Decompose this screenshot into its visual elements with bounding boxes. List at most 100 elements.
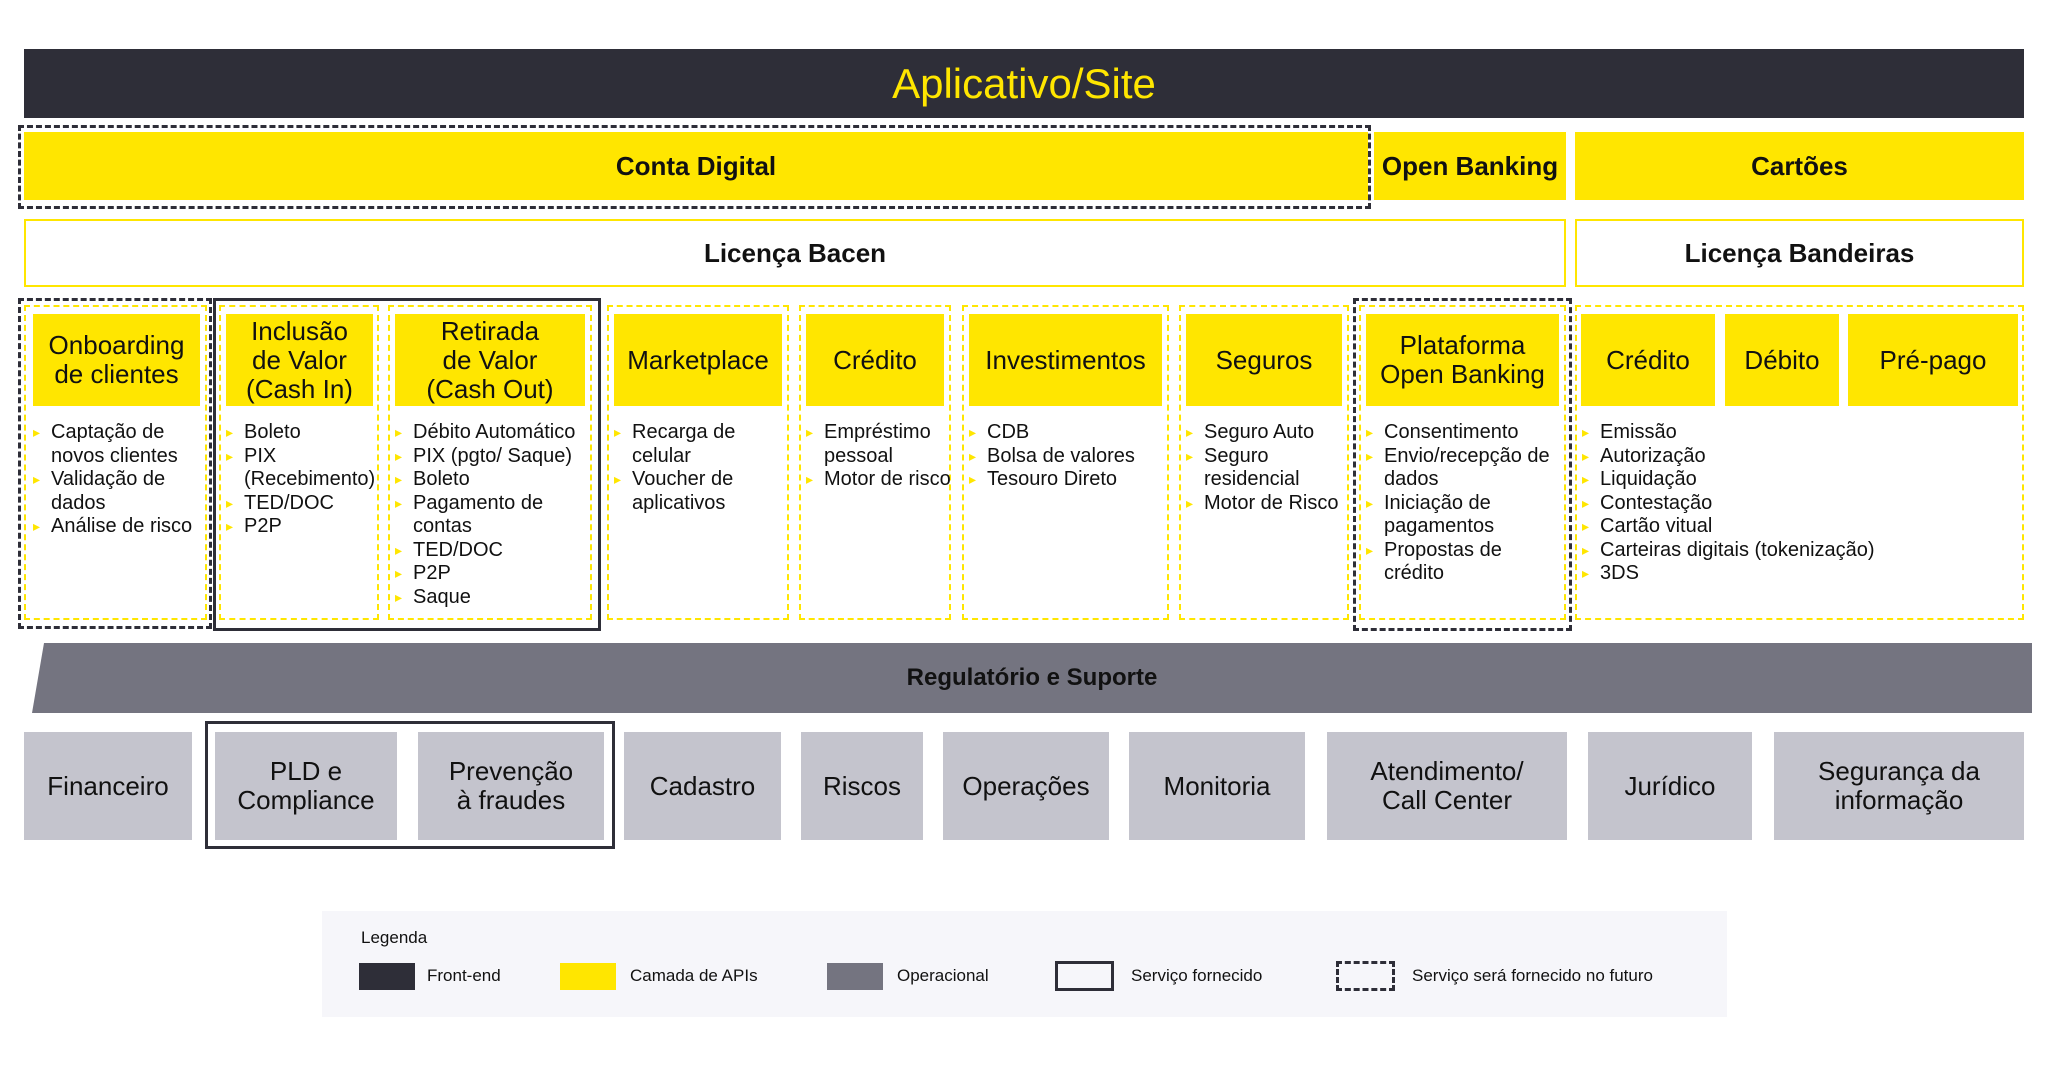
support-box-juridico: Jurídico bbox=[1588, 732, 1752, 840]
column-item: Saque bbox=[395, 586, 590, 610]
support-label-line: Segurança da bbox=[1818, 756, 1980, 786]
column-item: Tesouro Direto bbox=[969, 468, 1164, 492]
support-label-line: Cadastro bbox=[649, 770, 756, 801]
pld-fraudes-provided-frame bbox=[205, 721, 615, 849]
column-title-seguros: Seguros bbox=[1186, 314, 1342, 406]
column-title-line: Crédito bbox=[833, 344, 917, 375]
column-title-line: de Valor bbox=[252, 344, 347, 375]
column-item: Seguro Auto bbox=[1186, 421, 1346, 445]
support-label-line: Operações bbox=[962, 770, 1090, 801]
support-box-operacoes: Operações bbox=[943, 732, 1109, 840]
regulatorio-suporte-banner: Regulatório e Suporte bbox=[32, 643, 2032, 713]
legend: Legenda Front-end Camada de APIs Operaci… bbox=[322, 911, 1727, 1017]
column-item: Consentimento bbox=[1366, 421, 1561, 445]
column-item: 3DS bbox=[1582, 562, 2012, 586]
column-item: PIX (Recebimento) bbox=[226, 445, 376, 492]
legend-swatch-servico-futuro bbox=[1336, 961, 1395, 991]
column-item: Propostas de crédito bbox=[1366, 539, 1561, 586]
app-site-title: Aplicativo/Site bbox=[892, 59, 1156, 107]
column-item: TED/DOC bbox=[395, 539, 590, 563]
column-item: Motor de Risco bbox=[1186, 492, 1346, 516]
support-label-line: Jurídico bbox=[1624, 770, 1716, 801]
column-item: Voucher de aplicativos bbox=[614, 468, 779, 515]
column-item: Validação de dados bbox=[33, 468, 193, 515]
cartoes-header: Cartões bbox=[1575, 132, 2024, 200]
app-site-bar: Aplicativo/Site bbox=[24, 49, 2024, 118]
card-title-credito: Crédito bbox=[1581, 314, 1715, 406]
column-title-line: (Cash In) bbox=[246, 373, 353, 404]
column-item: Carteiras digitais (tokenização) bbox=[1582, 539, 2012, 563]
support-label-line: Financeiro bbox=[47, 770, 169, 801]
support-box-financeiro: Financeiro bbox=[24, 732, 192, 840]
column-items-seguros: Seguro AutoSeguro residencialMotor de Ri… bbox=[1186, 421, 1346, 515]
column-title-line: Retirada bbox=[440, 315, 540, 346]
cartoes-label: Cartões bbox=[1751, 150, 1848, 181]
legend-label-operacional: Operacional bbox=[897, 966, 989, 985]
column-item: CDB bbox=[969, 421, 1164, 445]
column-title-marketplace: Marketplace bbox=[614, 314, 782, 406]
support-label-line: Riscos bbox=[822, 770, 901, 801]
column-item: Liquidação bbox=[1582, 468, 2012, 492]
column-title-line: Inclusão bbox=[251, 315, 348, 346]
licenca-bacen-box: Licença Bacen bbox=[24, 219, 1566, 287]
legend-label-servico-fornecido: Serviço fornecido bbox=[1131, 966, 1263, 985]
legend-swatch-operacional bbox=[827, 963, 883, 990]
column-item: Seguro residencial bbox=[1186, 445, 1346, 492]
legend-swatch-front-end bbox=[359, 963, 415, 990]
column-item: P2P bbox=[226, 515, 376, 539]
column-title-line: Plataforma bbox=[1399, 330, 1526, 360]
column-title-credito: Crédito bbox=[806, 314, 944, 406]
open-banking-future-frame bbox=[1353, 298, 1572, 631]
column-items-plataforma-open-banking: ConsentimentoEnvio/recepção de dadosInic… bbox=[1366, 421, 1561, 586]
legend-label-servico-futuro: Serviço será fornecido no futuro bbox=[1412, 966, 1653, 985]
support-label-line: informação bbox=[1834, 785, 1964, 815]
support-label-line: PLD e bbox=[269, 756, 343, 786]
column-item: Autorização bbox=[1582, 445, 2012, 469]
cash-in-out-provided-frame bbox=[213, 298, 601, 631]
column-item: P2P bbox=[395, 562, 590, 586]
column-item: Bolsa de valores bbox=[969, 445, 1164, 469]
regulatorio-suporte-label: Regulatório e Suporte bbox=[906, 664, 1158, 691]
support-label-line: Compliance bbox=[237, 785, 375, 815]
column-title-line: Open Banking bbox=[1380, 359, 1545, 389]
column-title-investimentos: Investimentos bbox=[969, 314, 1162, 406]
conta-digital-future-frame bbox=[18, 125, 1371, 209]
column-item: Boleto bbox=[395, 468, 590, 492]
legend-title: Legenda bbox=[361, 928, 428, 947]
column-item: Pagamento de contas bbox=[395, 492, 590, 539]
open-banking-label: Open Banking bbox=[1381, 150, 1559, 181]
support-box-atendimento: Atendimento/Call Center bbox=[1327, 732, 1567, 840]
support-box-cadastro: Cadastro bbox=[624, 732, 781, 840]
support-label-line: Prevenção bbox=[448, 756, 574, 786]
column-item: Contestação bbox=[1582, 492, 2012, 516]
column-items-onboarding: Captação de novos clientesValidação de d… bbox=[33, 421, 193, 539]
column-item: Débito Automático bbox=[395, 421, 590, 445]
column-items-cash-in: BoletoPIX (Recebimento)TED/DOCP2P bbox=[226, 421, 376, 539]
legend-swatch-servico-fornecido bbox=[1055, 961, 1114, 991]
column-item: Emissão bbox=[1582, 421, 2012, 445]
column-items-cash-out: Débito AutomáticoPIX (pgto/ Saque)Boleto… bbox=[395, 421, 590, 609]
column-item: Iniciação de pagamentos bbox=[1366, 492, 1561, 539]
column-item: Captação de novos clientes bbox=[33, 421, 193, 468]
conta-digital-label: Conta Digital bbox=[615, 150, 777, 181]
column-title-line: de Valor bbox=[442, 344, 538, 375]
conta-digital-header: Conta Digital bbox=[24, 132, 1368, 200]
column-title-line: Marketplace bbox=[627, 344, 769, 375]
card-items: EmissãoAutorizaçãoLiquidaçãoContestaçãoC… bbox=[1582, 421, 2012, 586]
open-banking-header: Open Banking bbox=[1374, 132, 1566, 200]
column-title-line: de clientes bbox=[54, 359, 179, 389]
column-title-line: Onboarding bbox=[48, 330, 185, 360]
column-items-credito: Empréstimo pessoalMotor de risco bbox=[806, 421, 951, 492]
support-label-line: Call Center bbox=[1381, 785, 1513, 815]
card-title-debito: Débito bbox=[1725, 314, 1839, 406]
onboarding-future-frame bbox=[18, 298, 212, 629]
column-item: Boleto bbox=[226, 421, 376, 445]
support-label-line: Atendimento/ bbox=[1370, 756, 1524, 786]
column-item: Recarga de celular bbox=[614, 421, 779, 468]
card-title-pre-pago: Pré-pago bbox=[1848, 314, 2018, 406]
legend-label-front-end: Front-end bbox=[427, 966, 501, 985]
